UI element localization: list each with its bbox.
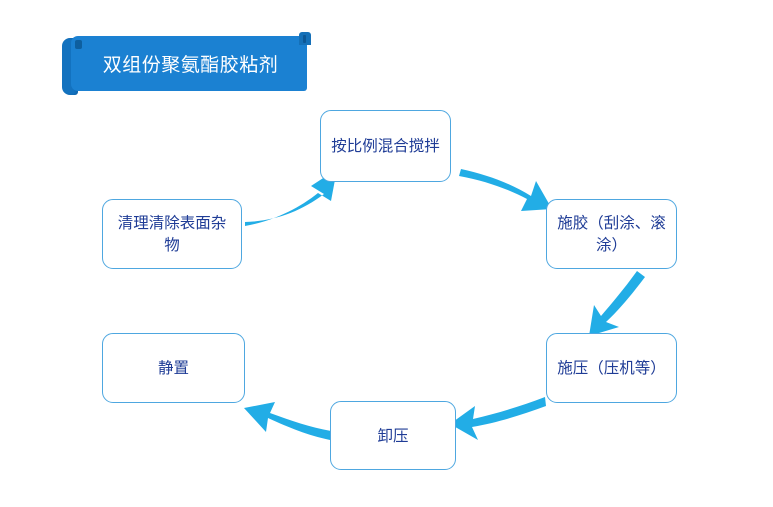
- banner-notch-icon: [75, 40, 82, 49]
- arrow-mix-to-glue: [459, 169, 552, 211]
- banner-corner-tab-icon: [299, 32, 311, 45]
- node-release[interactable]: 卸压: [330, 401, 456, 470]
- arrow-press-to-rel: [450, 397, 546, 440]
- banner-title-text: 双组份聚氨酯胶粘剂: [102, 54, 279, 76]
- arrow-rel-to-rest: [244, 402, 331, 440]
- node-press[interactable]: 施压（压机等）: [546, 333, 677, 403]
- node-clean[interactable]: 清理清除表面杂物: [102, 199, 242, 269]
- node-mix[interactable]: 按比例混合搅拌: [320, 110, 451, 182]
- node-glue[interactable]: 施胶（刮涂、滚涂）: [546, 199, 677, 269]
- title-banner: 双组份聚氨酯胶粘剂: [62, 32, 311, 95]
- node-rest[interactable]: 静置: [102, 333, 245, 403]
- banner-body: [71, 36, 307, 91]
- arrow-glue-to-press: [589, 271, 645, 336]
